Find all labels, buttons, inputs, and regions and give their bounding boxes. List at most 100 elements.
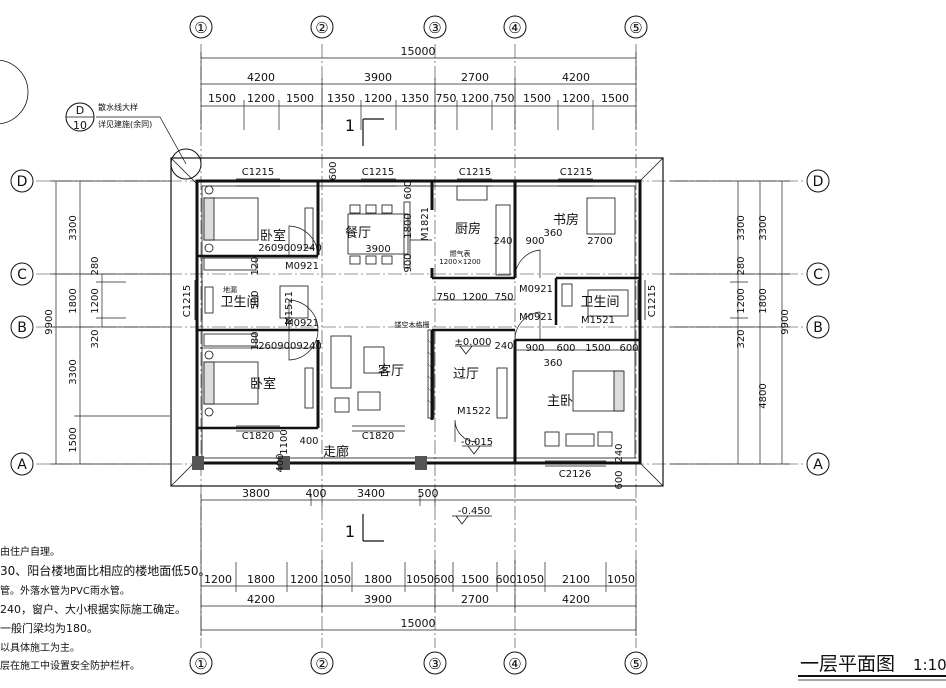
dim-bottom-span: 4200 <box>247 593 275 606</box>
dim-inner-bottom: 400 <box>306 487 327 500</box>
dim-label: 500 <box>250 290 261 309</box>
note-line: 240，窗户、大小根据实际施工确定。 <box>0 602 186 616</box>
label-window: C1215 <box>362 167 394 178</box>
dim-right-span: 4800 <box>758 383 769 408</box>
wardrobe-icon <box>203 333 257 347</box>
dim-bottom-detail: 600 <box>434 573 455 586</box>
dim-top-span: 2700 <box>461 71 489 84</box>
sink-icon <box>456 185 488 201</box>
dim-label: 1800 <box>403 213 414 238</box>
dim-label: 2609009240 <box>258 341 322 352</box>
label-door: M1521 <box>581 315 615 326</box>
room-master: 主卧 <box>547 394 573 409</box>
note-line: 一般门梁均为180。 <box>0 621 98 635</box>
note-line: 由住户自理。 <box>0 545 60 558</box>
dim-label: 750 <box>494 292 513 303</box>
dim-bottom-span: 2700 <box>461 593 489 606</box>
dim-left-detail: 320 <box>90 329 101 348</box>
dim-bottom-detail: 1050 <box>516 573 544 586</box>
kitchen-note-label: 燃气表 <box>450 249 471 258</box>
dim-label: 600 <box>556 343 575 354</box>
dim-label: 600 <box>614 470 625 489</box>
dim-top-detail: 1200 <box>364 92 392 105</box>
axis-label-a-right: A <box>813 457 823 473</box>
dim-label: 360 <box>543 358 562 369</box>
dim-left-total: 9900 <box>44 309 55 334</box>
axis-label-b-right: B <box>813 320 823 336</box>
dim-label: 600 <box>619 343 638 354</box>
detail-callout-circle <box>170 148 202 180</box>
dim-bottom-detail: 1050 <box>323 573 351 586</box>
note-line: 30、阳台楼地面比相应的楼地面低50。 <box>0 563 211 578</box>
axis-label-2-bottom: ② <box>315 655 328 673</box>
axis-label-d-right: D <box>813 174 824 190</box>
dim-top-detail: 750 <box>436 92 457 105</box>
axis-label-5-top: ⑤ <box>629 19 642 37</box>
kitchen-note-size: 1200×1200 <box>439 258 481 266</box>
dim-label: 400 <box>275 453 286 472</box>
dim-left-detail: 1200 <box>90 288 101 313</box>
dim-top-detail: 1500 <box>208 92 236 105</box>
room-bath-right: 卫生间 <box>580 295 619 310</box>
dim-bottom-detail: 1050 <box>406 573 434 586</box>
section-marks <box>362 118 384 542</box>
dim-label: 2700 <box>587 236 612 247</box>
axis-label-3-bottom: ③ <box>428 655 441 673</box>
wood-partition-label: 镂空木格栅 <box>395 320 430 329</box>
label-window: C2126 <box>559 469 591 480</box>
dim-top-detail: 1350 <box>327 92 355 105</box>
label-window: C1820 <box>242 431 274 442</box>
dim-label: 400 <box>299 436 318 447</box>
dim-bottom-detail: 1200 <box>290 573 318 586</box>
room-hall: 过厅 <box>453 367 479 382</box>
sofa-icon <box>330 335 352 389</box>
label-door: M0921 <box>285 261 319 272</box>
dim-bottom-detail: 1800 <box>364 573 392 586</box>
left-dimension-lines <box>50 180 170 465</box>
dim-right-outer-mid: 1800 <box>758 288 769 313</box>
dim-inner-bottom: 500 <box>418 487 439 500</box>
detail-callout-line2: 详见建施(余同) <box>98 119 152 129</box>
drawing-title-block: 一层平面图 1:10 <box>798 653 946 681</box>
dim-bottom-detail: 1800 <box>247 573 275 586</box>
dim-top-span: 4200 <box>247 71 275 84</box>
top-dimension-lines <box>200 52 637 130</box>
label-window: C1215 <box>242 167 274 178</box>
axis-label-2-top: ② <box>315 19 328 37</box>
dim-top-detail: 1200 <box>562 92 590 105</box>
dim-label: 240 <box>614 443 625 462</box>
level-marks <box>452 345 492 525</box>
bottom-dimension-lines <box>200 494 637 636</box>
dim-top-total: 15000 <box>401 45 436 58</box>
dim-left-span: 1500 <box>68 427 79 452</box>
note-line: 层在施工中设置安全防护栏杆。 <box>0 659 140 672</box>
dim-top-span: 4200 <box>562 71 590 84</box>
dim-inner-bottom: 3400 <box>357 487 385 500</box>
dim-top-detail: 1500 <box>601 92 629 105</box>
dim-bottom-span: 4200 <box>562 593 590 606</box>
coffee-table-icon <box>363 346 385 374</box>
dim-right-detail: 280 <box>736 256 747 275</box>
dim-right-detail: 1200 <box>736 288 747 313</box>
dim-top-detail: 1500 <box>523 92 551 105</box>
dim-inner-bottom: 3800 <box>242 487 270 500</box>
label-window: C1215 <box>182 285 193 317</box>
drawing-scale: 1:10 <box>913 656 946 674</box>
cabinet-icon <box>304 207 314 249</box>
north-arrow-icon <box>0 59 29 125</box>
axis-label-b-left: B <box>17 320 27 336</box>
axis-label-3-top: ③ <box>428 19 441 37</box>
dim-label: 240 <box>494 341 513 352</box>
bath-note-label: 地漏 <box>223 285 237 294</box>
dim-label: 750 <box>436 292 455 303</box>
axis-label-1-bottom: ① <box>194 655 207 673</box>
armchair-icon <box>544 431 560 447</box>
section-mark-bottom: 1 <box>345 522 355 541</box>
axis-label-1-top: ① <box>194 19 207 37</box>
axis-label-5-bottom: ⑤ <box>629 655 642 673</box>
label-door: M0921 <box>285 318 319 329</box>
dim-bottom-total: 15000 <box>401 617 436 630</box>
dim-bottom-detail: 2100 <box>562 573 590 586</box>
